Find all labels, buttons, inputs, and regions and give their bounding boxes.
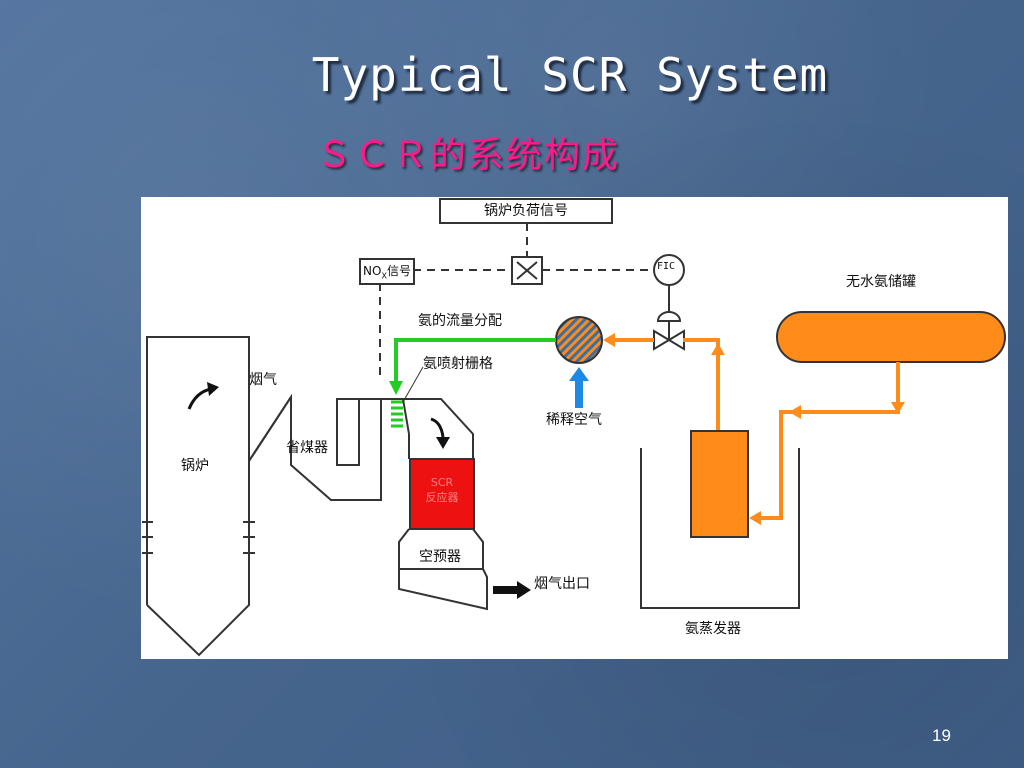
economizer-label: 省煤器 [286, 440, 328, 456]
flue-duct-shape [248, 393, 382, 501]
nox-signal-suffix: 信号 [386, 264, 411, 278]
nox-signal-sub: X [381, 271, 387, 281]
fic-controller-icon [653, 254, 685, 340]
scr-reactor-label: SCR 反应器 [410, 475, 474, 505]
ammonia-piping [606, 338, 900, 520]
flue-gas-outlet-label: 烟气出口 [534, 576, 590, 592]
ammonia-air-mixer [555, 316, 603, 364]
scr-reactor-shape [409, 458, 475, 530]
flue-gas-label: 烟气 [249, 372, 277, 388]
boiler-load-signal-box: 锅炉负荷信号 [439, 198, 613, 224]
ammonia-arrowheads [603, 333, 905, 525]
air-preheater-label: 空预器 [419, 549, 461, 565]
signal-lines [379, 223, 653, 377]
ammonia-tank-label: 无水氨储罐 [846, 274, 916, 290]
ammonia-tank-shape [776, 311, 1006, 363]
scr-reactor-label-line2: 反应器 [425, 491, 459, 504]
slide-subtitle: ＳＣＲ的系统构成 [316, 135, 621, 176]
scr-reactor-label-line1: SCR [430, 476, 454, 489]
scr-diagram [142, 223, 1006, 657]
ammonia-evaporator-label: 氨蒸发器 [685, 621, 741, 637]
ammonia-evaporator-shape [640, 430, 800, 609]
dilution-air-arrow-icon [569, 367, 589, 408]
scr-housing-shape [381, 398, 488, 611]
boiler-shape [142, 336, 255, 657]
boiler-load-signal-label: 锅炉负荷信号 [484, 203, 568, 219]
flue-gas-rising-arrow-icon [187, 387, 212, 410]
scr-downflow-arrow-icon [430, 417, 445, 438]
control-valve-icon [653, 329, 685, 351]
ammonia-injection-grid-icon [391, 400, 403, 428]
page-number: 19 [932, 726, 951, 745]
fic-label: FIC [657, 261, 676, 272]
flue-gas-outlet-arrow-icon [493, 581, 531, 599]
scr-diagram-panel: 锅炉负荷信号 NOX信号 FIC 无水氨储罐 氨的流量分配 氨喷射栅格 烟气 稀… [141, 197, 1008, 659]
nox-signal-prefix: NO [363, 264, 382, 278]
multiplier-block-icon [511, 256, 543, 285]
ammonia-flow-distribution-label: 氨的流量分配 [418, 313, 502, 329]
ammonia-flow-line [394, 338, 556, 385]
slide-title: Typical SCR System [311, 48, 829, 102]
ammonia-injection-grid-label: 氨喷射栅格 [423, 356, 493, 372]
nox-signal-box: NOX信号 [359, 258, 415, 285]
boiler-label: 锅炉 [181, 458, 209, 474]
dilution-air-label: 稀释空气 [546, 412, 602, 428]
